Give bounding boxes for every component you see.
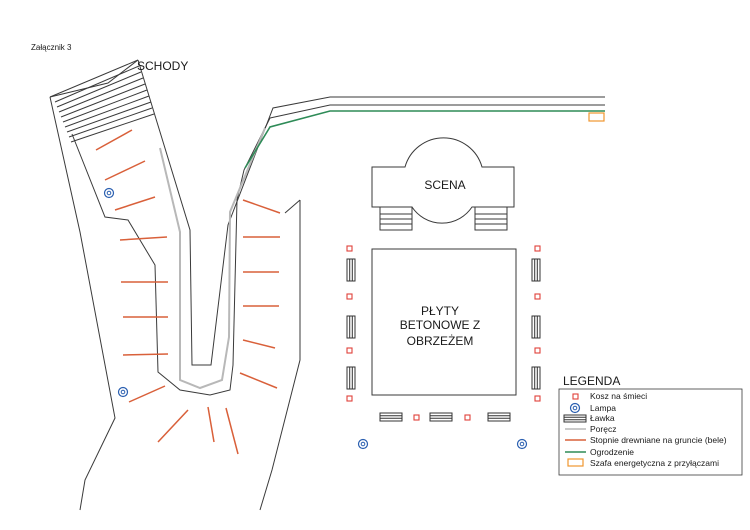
power-cabinet bbox=[588, 112, 605, 122]
trash-bin bbox=[464, 414, 471, 421]
trash-bin bbox=[534, 245, 541, 252]
bench bbox=[487, 412, 511, 422]
bench bbox=[531, 315, 541, 339]
bench bbox=[531, 366, 541, 390]
trash-bin bbox=[534, 347, 541, 354]
plaza-label-line1: PŁYTY bbox=[421, 304, 459, 318]
bench-icon bbox=[563, 414, 587, 423]
trash-bin bbox=[346, 395, 353, 402]
lamps bbox=[103, 187, 528, 450]
benches bbox=[346, 258, 541, 422]
plaza-label-line3: OBRZEŻEM bbox=[407, 334, 474, 348]
trash-bins bbox=[346, 245, 541, 421]
stairs bbox=[49, 59, 155, 143]
legend-item-bench: Ławka bbox=[590, 413, 615, 423]
legend-item-railing: Poręcz bbox=[590, 424, 616, 434]
annex-label: Załącznik 3 bbox=[31, 43, 72, 52]
plaza-label-line2: BETONOWE Z bbox=[400, 318, 480, 332]
legend: LEGENDA Kosz na śmieci Lampa Ławka Poręc… bbox=[558, 374, 743, 476]
trash-bin bbox=[346, 245, 353, 252]
bench bbox=[346, 366, 356, 390]
path-outline bbox=[49, 59, 605, 511]
trash-bin bbox=[534, 293, 541, 300]
legend-item-fence: Ogrodzenie bbox=[590, 447, 634, 457]
concrete-plaza bbox=[371, 248, 517, 396]
lamp-icon bbox=[569, 402, 581, 414]
inner-path-outline bbox=[49, 59, 605, 396]
bench bbox=[429, 412, 453, 422]
trash-bin bbox=[534, 395, 541, 402]
stage bbox=[371, 137, 515, 231]
stage-label: SCENA bbox=[424, 178, 465, 192]
fence bbox=[244, 110, 605, 169]
bench bbox=[346, 258, 356, 282]
bench bbox=[346, 315, 356, 339]
legend-item-power-cabinet: Szafa energetyczna z przyłączami bbox=[590, 458, 719, 468]
trash-bin bbox=[413, 414, 420, 421]
bench bbox=[531, 258, 541, 282]
lamp bbox=[357, 438, 369, 450]
lamp bbox=[516, 438, 528, 450]
legend-title: LEGENDA bbox=[563, 374, 620, 388]
trash-bin bbox=[346, 293, 353, 300]
power-cabinet-icon bbox=[567, 458, 584, 467]
trash-bin bbox=[346, 347, 353, 354]
legend-item-lamp: Lampa bbox=[590, 403, 616, 413]
wooden-steps bbox=[95, 129, 281, 455]
lamp bbox=[117, 386, 129, 398]
legend-item-trash: Kosz na śmieci bbox=[590, 391, 647, 401]
trash-icon bbox=[572, 393, 579, 400]
bench bbox=[379, 412, 403, 422]
legend-item-wooden-step: Stopnie drewniane na gruncie (bele) bbox=[590, 435, 727, 445]
stairs-label: SCHODY bbox=[137, 59, 188, 73]
lamp bbox=[103, 187, 115, 199]
legend-box bbox=[558, 388, 743, 476]
railing bbox=[159, 127, 266, 390]
